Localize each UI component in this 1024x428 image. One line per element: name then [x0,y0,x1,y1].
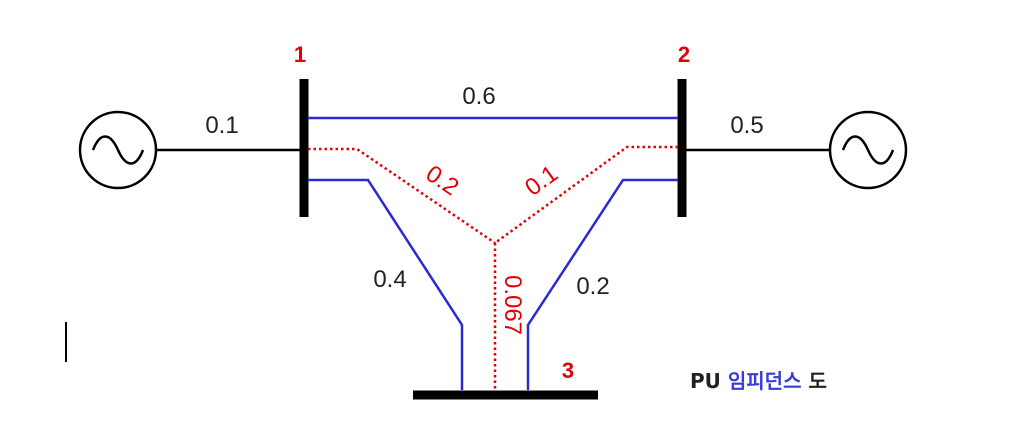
diagram-caption: PU 임피던스 도 [690,369,827,393]
star-branch-1-impedance: 0.2 [421,160,464,201]
bus-2-label: 2 [678,42,690,67]
line-1-3 [308,178,464,390]
sine-wave-icon [91,135,145,165]
star-branch-2 [494,145,678,245]
caption-prefix: PU [690,369,721,393]
line-1-2-impedance: 0.6 [462,83,495,110]
star-branch-3-impedance: 0.067 [499,275,526,335]
generator-1 [78,110,158,190]
bus-3-label: 3 [562,358,574,383]
generator-1-impedance: 0.1 [205,112,238,139]
line-2-3 [526,178,678,390]
line-2-3-impedance: 0.2 [576,273,609,300]
star-branch-1 [308,147,496,245]
generator-2-impedance: 0.5 [730,112,763,139]
generator-2 [828,110,908,190]
caption-highlight: 임피던스 [728,369,802,393]
line-1-3-impedance: 0.4 [373,266,406,293]
sine-wave-icon [841,135,895,165]
caption-suffix: 도 [808,369,826,393]
bus-1-label: 1 [294,42,306,67]
star-branch-2-impedance: 0.1 [520,160,563,201]
